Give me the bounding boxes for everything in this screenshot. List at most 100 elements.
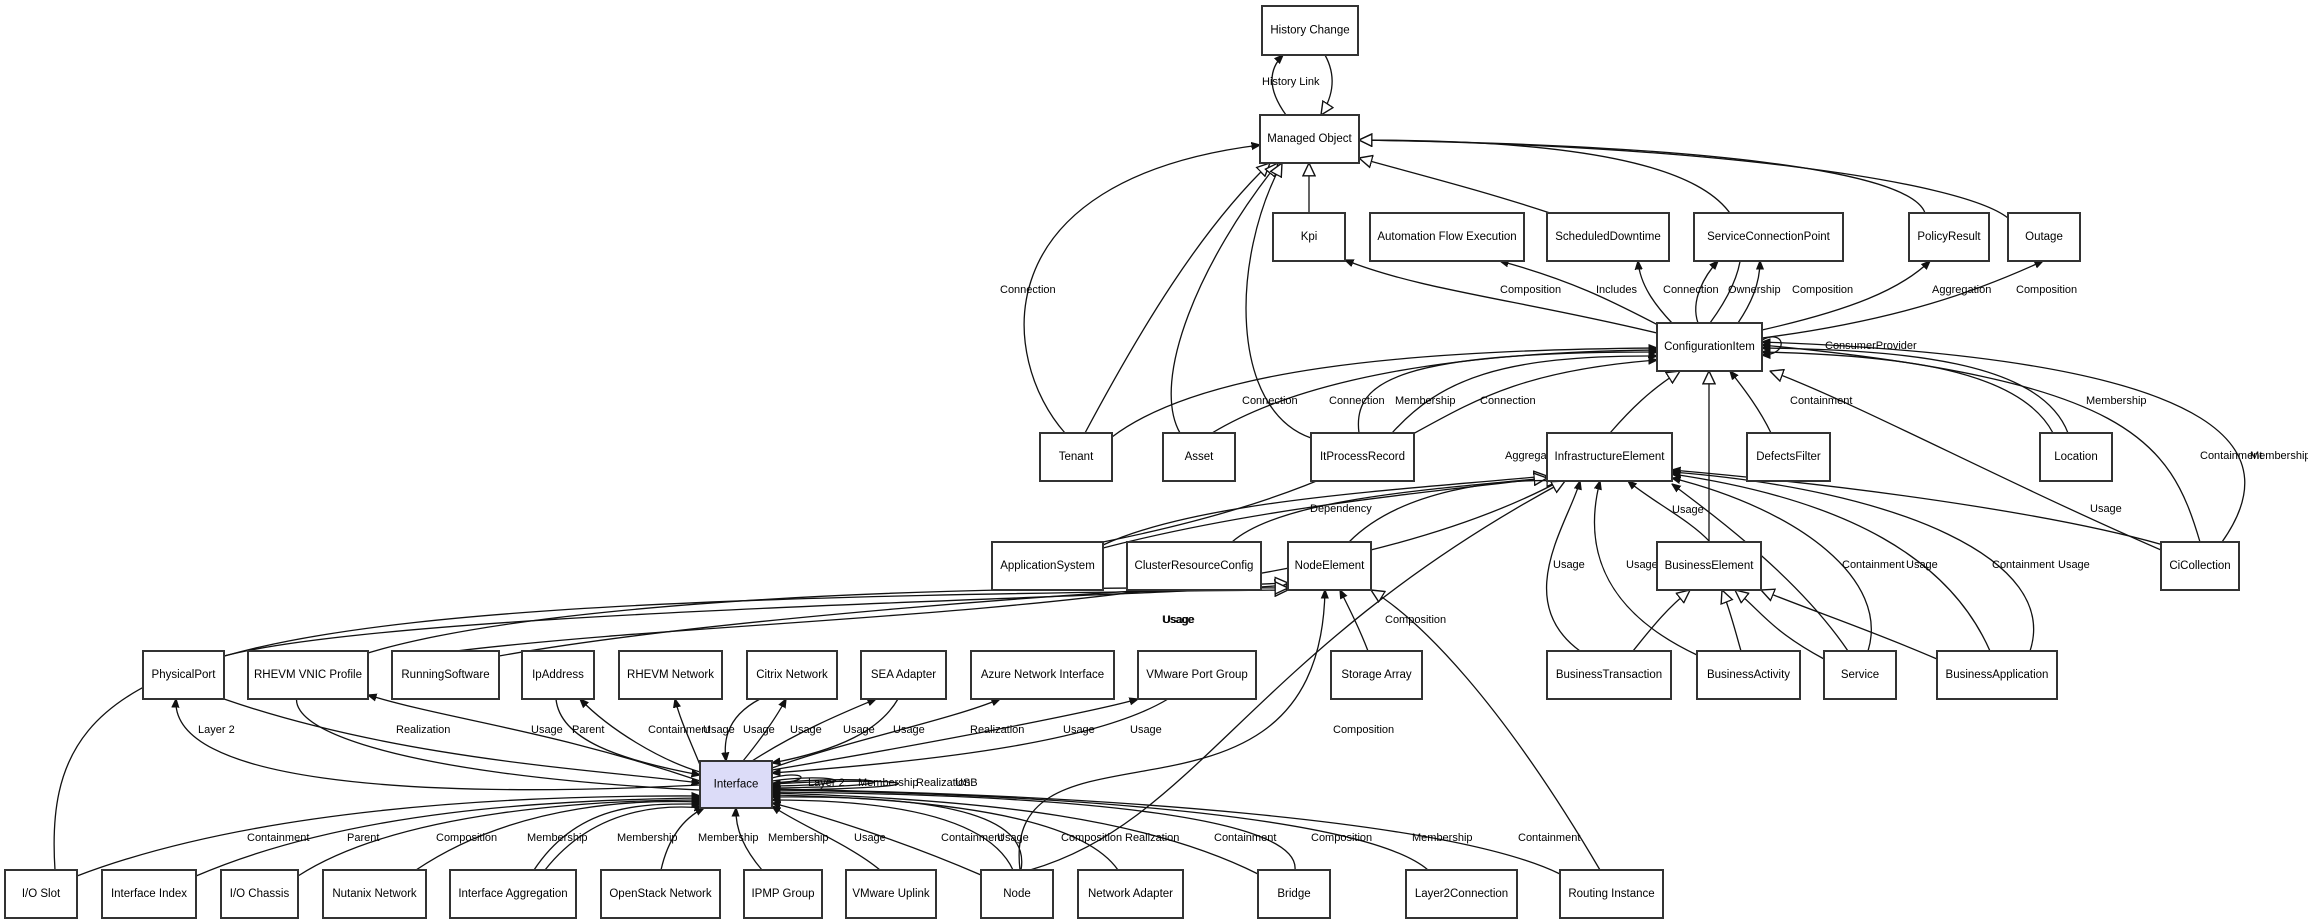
node-interface-index[interactable]: Interface Index bbox=[101, 869, 197, 919]
node-outage[interactable]: Outage bbox=[2007, 212, 2081, 262]
node-box[interactable] bbox=[1162, 432, 1236, 482]
node-box[interactable] bbox=[1559, 869, 1664, 919]
node-box[interactable] bbox=[1257, 869, 1331, 919]
node-box[interactable] bbox=[521, 650, 595, 700]
node-node[interactable]: Node bbox=[980, 869, 1054, 919]
node-infrastructure-element[interactable]: InfrastructureElement bbox=[1546, 432, 1673, 482]
node-ip-address[interactable]: IpAddress bbox=[521, 650, 595, 700]
node-layer2-connection[interactable]: Layer2Connection bbox=[1405, 869, 1518, 919]
node-box[interactable] bbox=[1656, 541, 1762, 591]
node-box[interactable] bbox=[1310, 432, 1415, 482]
node-box[interactable] bbox=[1077, 869, 1184, 919]
node-application-system[interactable]: ApplicationSystem bbox=[991, 541, 1104, 591]
node-box[interactable] bbox=[746, 650, 838, 700]
node-io-chassis[interactable]: I/O Chassis bbox=[220, 869, 299, 919]
edge-vmware-port-group-to-interface bbox=[772, 698, 1169, 773]
edge-label: Usage bbox=[531, 724, 563, 736]
node-box[interactable] bbox=[980, 869, 1054, 919]
node-rhevm-vnic-profile[interactable]: RHEVM VNIC Profile bbox=[247, 650, 369, 700]
node-business-activity[interactable]: BusinessActivity bbox=[1696, 650, 1801, 700]
node-box[interactable] bbox=[1546, 650, 1672, 700]
node-box[interactable] bbox=[1137, 650, 1257, 700]
node-box[interactable] bbox=[1287, 541, 1372, 591]
node-box[interactable] bbox=[1330, 650, 1423, 700]
node-tenant[interactable]: Tenant bbox=[1039, 432, 1113, 482]
node-box[interactable] bbox=[1693, 212, 1844, 262]
node-box[interactable] bbox=[1039, 432, 1113, 482]
node-ci-collection[interactable]: CiCollection bbox=[2160, 541, 2240, 591]
node-nutanix-network[interactable]: Nutanix Network bbox=[322, 869, 427, 919]
edge-configuration-item-to-service-connection-point bbox=[1737, 261, 1760, 324]
node-box[interactable] bbox=[247, 650, 369, 700]
node-history-change[interactable]: History Change bbox=[1261, 5, 1359, 56]
node-vmware-port-group[interactable]: VMware Port Group bbox=[1137, 650, 1257, 700]
node-defects-filter[interactable]: DefectsFilter bbox=[1746, 432, 1831, 482]
node-service[interactable]: Service bbox=[1823, 650, 1897, 700]
node-bridge[interactable]: Bridge bbox=[1257, 869, 1331, 919]
node-it-process-record[interactable]: ItProcessRecord bbox=[1310, 432, 1415, 482]
node-location[interactable]: Location bbox=[2039, 432, 2113, 482]
node-business-element[interactable]: BusinessElement bbox=[1656, 541, 1762, 591]
node-box[interactable] bbox=[618, 650, 723, 700]
node-box[interactable] bbox=[991, 541, 1104, 591]
node-business-application[interactable]: BusinessApplication bbox=[1936, 650, 2058, 700]
node-node-element[interactable]: NodeElement bbox=[1287, 541, 1372, 591]
node-box[interactable] bbox=[1823, 650, 1897, 700]
node-box[interactable] bbox=[1656, 322, 1763, 372]
node-box[interactable] bbox=[1126, 541, 1262, 591]
node-box[interactable] bbox=[220, 869, 299, 919]
node-box[interactable] bbox=[4, 869, 78, 919]
node-box[interactable] bbox=[1746, 432, 1831, 482]
node-box[interactable] bbox=[1936, 650, 2058, 700]
node-box[interactable] bbox=[743, 869, 823, 919]
node-cluster-resource-config[interactable]: ClusterResourceConfig bbox=[1126, 541, 1262, 591]
node-box[interactable] bbox=[449, 869, 577, 919]
node-network-adapter[interactable]: Network Adapter bbox=[1077, 869, 1184, 919]
node-box[interactable] bbox=[1405, 869, 1518, 919]
node-label: Layer2Connection bbox=[1415, 888, 1508, 900]
node-box[interactable] bbox=[322, 869, 427, 919]
node-box[interactable] bbox=[2160, 541, 2240, 591]
node-interface[interactable]: Interface bbox=[699, 760, 773, 809]
node-box[interactable] bbox=[391, 650, 500, 700]
node-box[interactable] bbox=[1369, 212, 1525, 262]
node-running-software[interactable]: RunningSoftware bbox=[391, 650, 500, 700]
node-box[interactable] bbox=[2007, 212, 2081, 262]
node-box[interactable] bbox=[1696, 650, 1801, 700]
node-box[interactable] bbox=[699, 760, 773, 809]
node-physical-port[interactable]: PhysicalPort bbox=[142, 650, 225, 700]
node-io-slot[interactable]: I/O Slot bbox=[4, 869, 78, 919]
node-box[interactable] bbox=[101, 869, 197, 919]
node-service-connection-point[interactable]: ServiceConnectionPoint bbox=[1693, 212, 1844, 262]
node-openstack-network[interactable]: OpenStack Network bbox=[600, 869, 721, 919]
node-box[interactable] bbox=[860, 650, 947, 700]
node-configuration-item[interactable]: ConfigurationItem bbox=[1656, 322, 1763, 372]
node-box[interactable] bbox=[1546, 432, 1673, 482]
node-box[interactable] bbox=[142, 650, 225, 700]
node-storage-array[interactable]: Storage Array bbox=[1330, 650, 1423, 700]
node-box[interactable] bbox=[970, 650, 1115, 700]
node-box[interactable] bbox=[1546, 212, 1670, 262]
node-routing-instance[interactable]: Routing Instance bbox=[1559, 869, 1664, 919]
node-citrix-network[interactable]: Citrix Network bbox=[746, 650, 838, 700]
node-box[interactable] bbox=[1272, 212, 1346, 262]
node-interface-aggregation[interactable]: Interface Aggregation bbox=[449, 869, 577, 919]
node-vmware-uplink[interactable]: VMware Uplink bbox=[845, 869, 937, 919]
node-business-transaction[interactable]: BusinessTransaction bbox=[1546, 650, 1672, 700]
node-kpi[interactable]: Kpi bbox=[1272, 212, 1346, 262]
node-managed-object[interactable]: Managed Object bbox=[1259, 114, 1360, 164]
node-azure-network-interface[interactable]: Azure Network Interface bbox=[970, 650, 1115, 700]
node-box[interactable] bbox=[1261, 5, 1359, 56]
node-box[interactable] bbox=[1259, 114, 1360, 164]
node-asset[interactable]: Asset bbox=[1162, 432, 1236, 482]
node-sea-adapter[interactable]: SEA Adapter bbox=[860, 650, 947, 700]
node-policy-result[interactable]: PolicyResult bbox=[1908, 212, 1990, 262]
node-automation-flow-execution[interactable]: Automation Flow Execution bbox=[1369, 212, 1525, 262]
node-box[interactable] bbox=[600, 869, 721, 919]
node-scheduled-downtime[interactable]: ScheduledDowntime bbox=[1546, 212, 1670, 262]
node-ipmp-group[interactable]: IPMP Group bbox=[743, 869, 823, 919]
node-box[interactable] bbox=[1908, 212, 1990, 262]
node-rhevm-network[interactable]: RHEVM Network bbox=[618, 650, 723, 700]
node-box[interactable] bbox=[2039, 432, 2113, 482]
node-box[interactable] bbox=[845, 869, 937, 919]
